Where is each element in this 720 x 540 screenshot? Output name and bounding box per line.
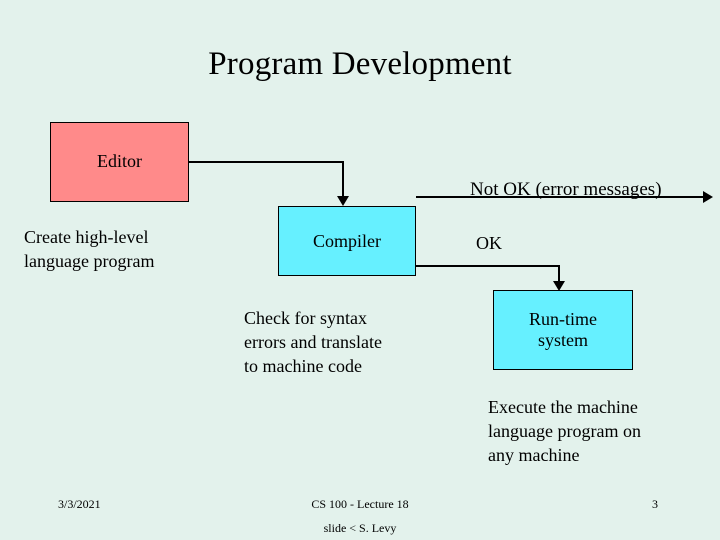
compiler-box-label: Compiler bbox=[313, 230, 381, 251]
runtime-system-box: Run-time system bbox=[493, 290, 633, 370]
caption-not-ok: Not OK (error messages) bbox=[470, 179, 662, 200]
caption-create-line1: Create high-level bbox=[24, 227, 149, 247]
caption-check-syntax: Check for syntax errors and translate to… bbox=[244, 307, 456, 378]
page-title: Program Development bbox=[208, 46, 512, 82]
arrowhead-down-icon bbox=[337, 196, 349, 206]
connector-editor-to-compiler-horizontal bbox=[189, 161, 344, 163]
connector-compiler-to-runtime-vertical bbox=[558, 265, 560, 283]
connector-compiler-to-notok bbox=[416, 196, 706, 198]
compiler-box: Compiler bbox=[278, 206, 416, 276]
footer-attribution: slide < S. Levy bbox=[323, 521, 397, 535]
footer-course: CS 100 - Lecture 18 bbox=[311, 497, 409, 511]
connector-editor-to-compiler-vertical bbox=[342, 161, 344, 197]
caption-execute-program: Execute the machine language program on … bbox=[488, 396, 708, 467]
footer-page-number: 3 bbox=[652, 497, 658, 511]
editor-box-label: Editor bbox=[97, 151, 142, 171]
arrowhead-right-icon bbox=[703, 191, 713, 203]
footer-date: 3/3/2021 bbox=[58, 497, 101, 511]
arrowhead-down-runtime-icon bbox=[553, 281, 565, 291]
caption-execute-line2: language program on bbox=[488, 420, 641, 441]
caption-check-line3: to machine code bbox=[244, 355, 362, 376]
caption-execute-line3: any machine bbox=[488, 444, 580, 465]
runtime-box-label-line1: Run-time bbox=[529, 309, 597, 330]
caption-ok: OK bbox=[476, 233, 502, 253]
editor-box: Editor bbox=[50, 122, 189, 202]
caption-create-program: Create high-level language program bbox=[24, 226, 234, 274]
caption-check-line1: Check for syntax bbox=[244, 308, 367, 328]
connector-compiler-to-runtime-horizontal bbox=[416, 265, 560, 267]
runtime-box-label-line2: system bbox=[537, 330, 588, 350]
caption-create-line2: language program bbox=[24, 250, 155, 271]
caption-check-line2: errors and translate bbox=[244, 331, 382, 352]
caption-execute-line1: Execute the machine bbox=[488, 397, 638, 417]
